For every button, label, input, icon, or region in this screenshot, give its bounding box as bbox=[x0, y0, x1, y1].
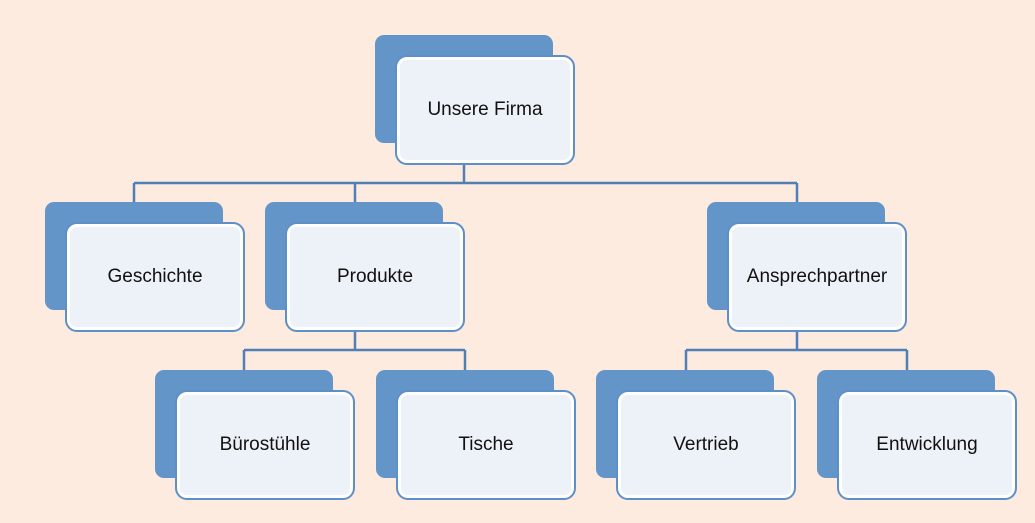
node-front-shape: Vertrieb bbox=[616, 390, 796, 500]
node-buerostuehle: Bürostühle bbox=[155, 370, 355, 500]
node-front-shape: Bürostühle bbox=[175, 390, 355, 500]
node-tische: Tische bbox=[376, 370, 576, 500]
node-label: Ansprechpartner bbox=[746, 266, 888, 287]
node-label: Entwicklung bbox=[876, 434, 978, 455]
node-front-shape: Ansprechpartner bbox=[727, 222, 907, 332]
node-front-shape: Produkte bbox=[285, 222, 465, 332]
node-label: Vertrieb bbox=[673, 434, 739, 455]
node-unsere-firma: Unsere Firma bbox=[375, 35, 575, 165]
node-front-shape: Entwicklung bbox=[837, 390, 1017, 500]
node-entwicklung: Entwicklung bbox=[817, 370, 1017, 500]
node-produkte: Produkte bbox=[265, 202, 465, 332]
node-front-shape: Geschichte bbox=[65, 222, 245, 332]
node-label: Unsere Firma bbox=[427, 99, 543, 120]
node-ansprechpartner: Ansprechpartner bbox=[707, 202, 907, 332]
node-label: Produkte bbox=[336, 266, 414, 287]
node-label: Geschichte bbox=[107, 266, 203, 287]
node-front-shape: Unsere Firma bbox=[395, 55, 575, 165]
node-label: Bürostühle bbox=[219, 434, 311, 455]
node-label: Tische bbox=[458, 434, 514, 455]
node-geschichte: Geschichte bbox=[45, 202, 245, 332]
node-vertrieb: Vertrieb bbox=[596, 370, 796, 500]
node-front-shape: Tische bbox=[396, 390, 576, 500]
